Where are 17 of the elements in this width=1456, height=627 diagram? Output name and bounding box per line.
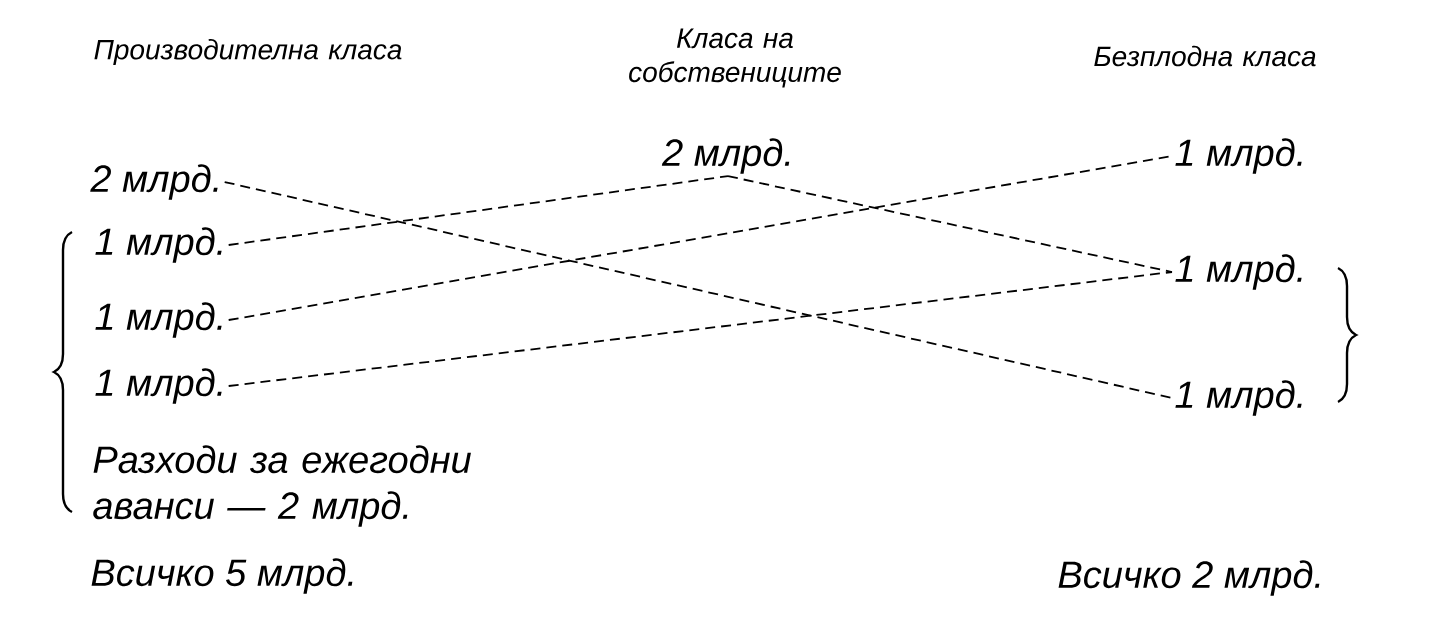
amount-text: 1 млрд.: [1175, 380, 1302, 416]
amount-text: 1 млрд.: [95, 368, 222, 404]
amount-text: 2 млрд.: [90, 164, 218, 200]
amount-text: 1 млрд.: [1175, 254, 1302, 290]
dashed-line: [227, 271, 1173, 387]
amount-text: 1 млрд.: [1175, 138, 1302, 174]
column-heading: Производителна класа: [94, 38, 402, 66]
total-text: Всичко 2 млрд.: [1058, 560, 1320, 596]
column-heading: Безплодна класа: [1094, 45, 1316, 67]
dashed-line: [227, 175, 729, 246]
amount-text: 2 млрд.: [661, 138, 790, 174]
amount-text: 1 млрд.: [95, 302, 222, 338]
amount-text: 1 млрд.: [95, 227, 222, 263]
total-text: Всичко 5 млрд.: [91, 558, 353, 594]
column-heading: Класа на собствениците: [629, 28, 841, 88]
dashed-line: [223, 181, 1173, 399]
note-text: Разходи за ежегодни аванси — 2 млрд.: [93, 445, 471, 527]
